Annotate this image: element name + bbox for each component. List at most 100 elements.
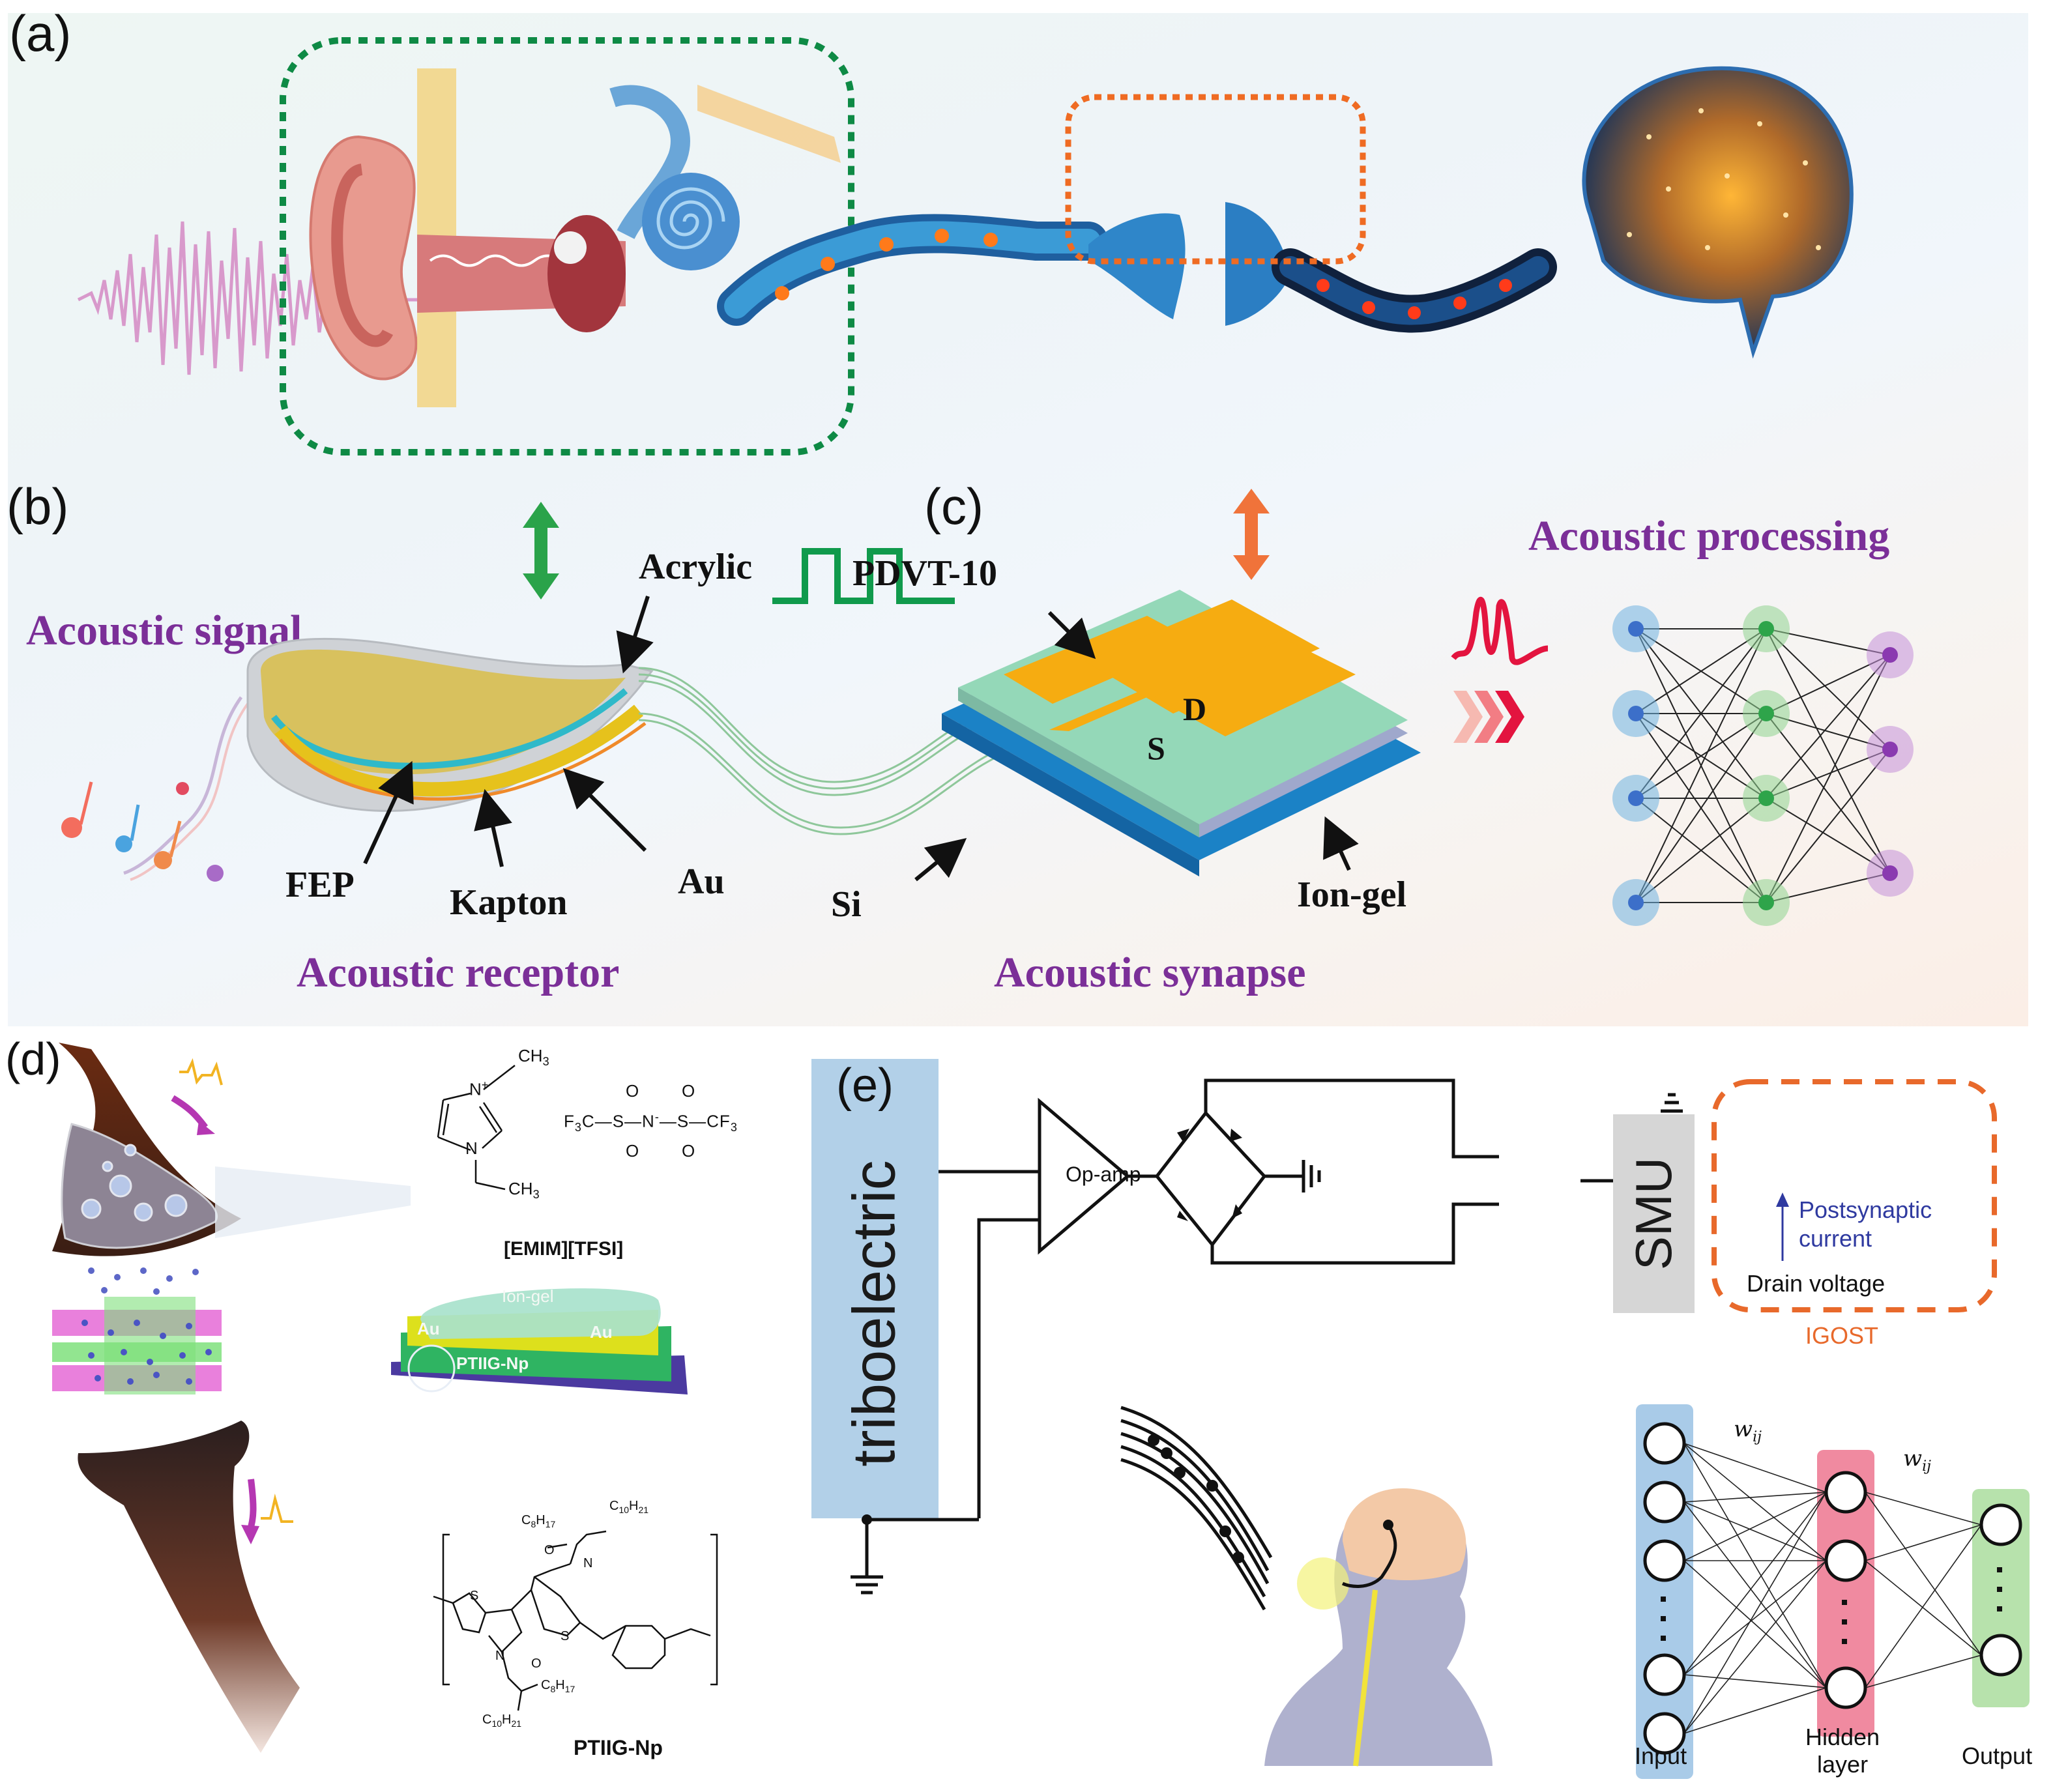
synapse-pointer-arrows xyxy=(914,611,1359,882)
ion-gel-transistor-device xyxy=(391,1288,688,1395)
acoustic-synapse-title: Acoustic synapse xyxy=(994,949,1306,996)
device-semiconductor-label: PTIIG-Np xyxy=(456,1353,529,1373)
polymer-nitrogen-2: N xyxy=(495,1649,505,1663)
ann-connection xyxy=(1683,1560,1827,1734)
ann-connection xyxy=(1865,1492,1982,1656)
network-node xyxy=(1758,621,1774,637)
cation-n: N xyxy=(465,1138,478,1158)
cation-n-plus: N+ xyxy=(469,1078,489,1099)
square-pulse-icon xyxy=(772,548,955,604)
ann-connection xyxy=(1683,1687,1827,1734)
ann-connection xyxy=(1683,1443,1827,1493)
ann-neuron xyxy=(1643,1539,1686,1582)
music-notes-illustration xyxy=(61,696,249,882)
forward-chevrons-icon xyxy=(1453,691,1524,743)
network-connection xyxy=(1635,713,1767,903)
ann-neuron xyxy=(1643,1481,1686,1524)
kapton-label: Kapton xyxy=(450,882,568,923)
acrylic-label: Acrylic xyxy=(639,547,753,587)
pdvt-label: PDVT-10 xyxy=(852,553,997,594)
output-layer-label: Output xyxy=(1962,1742,2033,1769)
ann-connection xyxy=(1683,1674,1827,1688)
ann-connection xyxy=(1683,1501,1827,1688)
biological-synapse-illustration xyxy=(52,1043,300,1753)
human-hearing-illustration xyxy=(1120,1406,1492,1767)
network-node xyxy=(1758,706,1774,721)
ann-connection xyxy=(1865,1655,1982,1688)
tfsi-anion-structure: F3C—S—N-—S—CF3 xyxy=(564,1110,738,1134)
input-layer-label: Input xyxy=(1635,1742,1687,1769)
ann-connection xyxy=(1683,1560,1827,1675)
postsynaptic-current-arrow-icon xyxy=(1776,1192,1789,1261)
smu-box: SMU xyxy=(1613,1114,1695,1313)
network-node xyxy=(1882,865,1898,881)
acoustic-processing-network xyxy=(1612,605,1914,926)
polymer-bottom-c8h17: C8H17 xyxy=(541,1678,575,1694)
au-label: Au xyxy=(678,861,725,902)
ground-symbol-icon xyxy=(851,1514,883,1595)
triboelectric-source-box xyxy=(811,1059,939,1518)
acoustic-receptor-device xyxy=(246,637,654,812)
polymer-sulfur-1: S xyxy=(470,1589,479,1603)
panel-label-a: (a) xyxy=(9,5,72,62)
acoustic-receptor-title: Acoustic receptor xyxy=(297,949,620,996)
ann-connection xyxy=(1683,1492,1827,1675)
panel-label-e: (e) xyxy=(836,1060,894,1112)
network-connection xyxy=(1766,798,1891,874)
ann-connection xyxy=(1865,1492,1982,1525)
orange-double-arrow-icon xyxy=(1233,489,1270,580)
inner-ear-highlight-box xyxy=(280,37,854,455)
network-connection xyxy=(1635,628,1767,714)
receptor-pointer-arrows xyxy=(363,596,654,867)
ann-connection xyxy=(1683,1492,1827,1561)
ptiig-np-structure xyxy=(433,1530,718,1711)
network-node xyxy=(1628,895,1644,910)
acoustic-processing-title: Acoustic processing xyxy=(1528,512,1890,560)
polymer-oxygen-2: O xyxy=(531,1656,542,1671)
polymer-top-c8h17: C8H17 xyxy=(521,1513,556,1529)
tfsi-oxygen-1: O xyxy=(626,1081,639,1101)
device-ion-gel-label: Ion-gel xyxy=(502,1286,554,1306)
ann-connection xyxy=(1683,1492,1827,1503)
emim-cation-structure xyxy=(437,1065,516,1191)
ear-illustration xyxy=(309,68,841,407)
synapse-highlight-box xyxy=(1065,94,1366,265)
network-connection xyxy=(1766,713,1891,874)
ann-connection xyxy=(1683,1443,1827,1561)
triboelectric-lead-wire xyxy=(867,1518,979,1522)
ann-connection xyxy=(1865,1560,1982,1656)
network-node xyxy=(1628,706,1644,721)
drain-voltage-label: Drain voltage xyxy=(1747,1270,1886,1297)
panel-label-b: (b) xyxy=(7,478,69,535)
auditory-nerve-illustration xyxy=(717,202,1557,333)
tfsi-oxygen-3: O xyxy=(682,1081,695,1101)
network-connection xyxy=(1766,749,1891,903)
polymer-bottom-c10h21: C10H21 xyxy=(482,1713,522,1729)
network-connection xyxy=(1766,654,1891,903)
polymer-oxygen-1: O xyxy=(544,1543,555,1557)
ann-connection xyxy=(1683,1560,1827,1688)
network-node xyxy=(1758,895,1774,910)
network-connection xyxy=(1766,628,1891,874)
ann-neuron xyxy=(1824,1471,1867,1514)
network-node xyxy=(1882,742,1898,757)
source-label: S xyxy=(1147,730,1165,766)
device-au-left-label: Au xyxy=(417,1319,440,1338)
ann-neuron xyxy=(1643,1712,1686,1755)
ann-connection xyxy=(1683,1492,1827,1734)
network-connection xyxy=(1766,654,1891,799)
polymer-nitrogen-1: N xyxy=(583,1556,593,1570)
igost-highlight-box xyxy=(1711,1079,1997,1312)
ion-gel-label: Ion-gel xyxy=(1297,874,1406,915)
device-au-right-label: Au xyxy=(590,1322,613,1342)
network-node xyxy=(1758,790,1774,806)
op-amp-label: Op-amp xyxy=(1066,1163,1141,1186)
network-connection xyxy=(1635,628,1767,903)
green-double-arrow-icon xyxy=(523,502,559,600)
ann-neuron xyxy=(1824,1539,1867,1582)
ann-connection xyxy=(1865,1524,1982,1561)
polymer-name: PTIIG-Np xyxy=(574,1736,663,1759)
ann-connection xyxy=(1865,1524,1982,1688)
acoustic-signal-title: Acoustic signal xyxy=(26,607,302,654)
